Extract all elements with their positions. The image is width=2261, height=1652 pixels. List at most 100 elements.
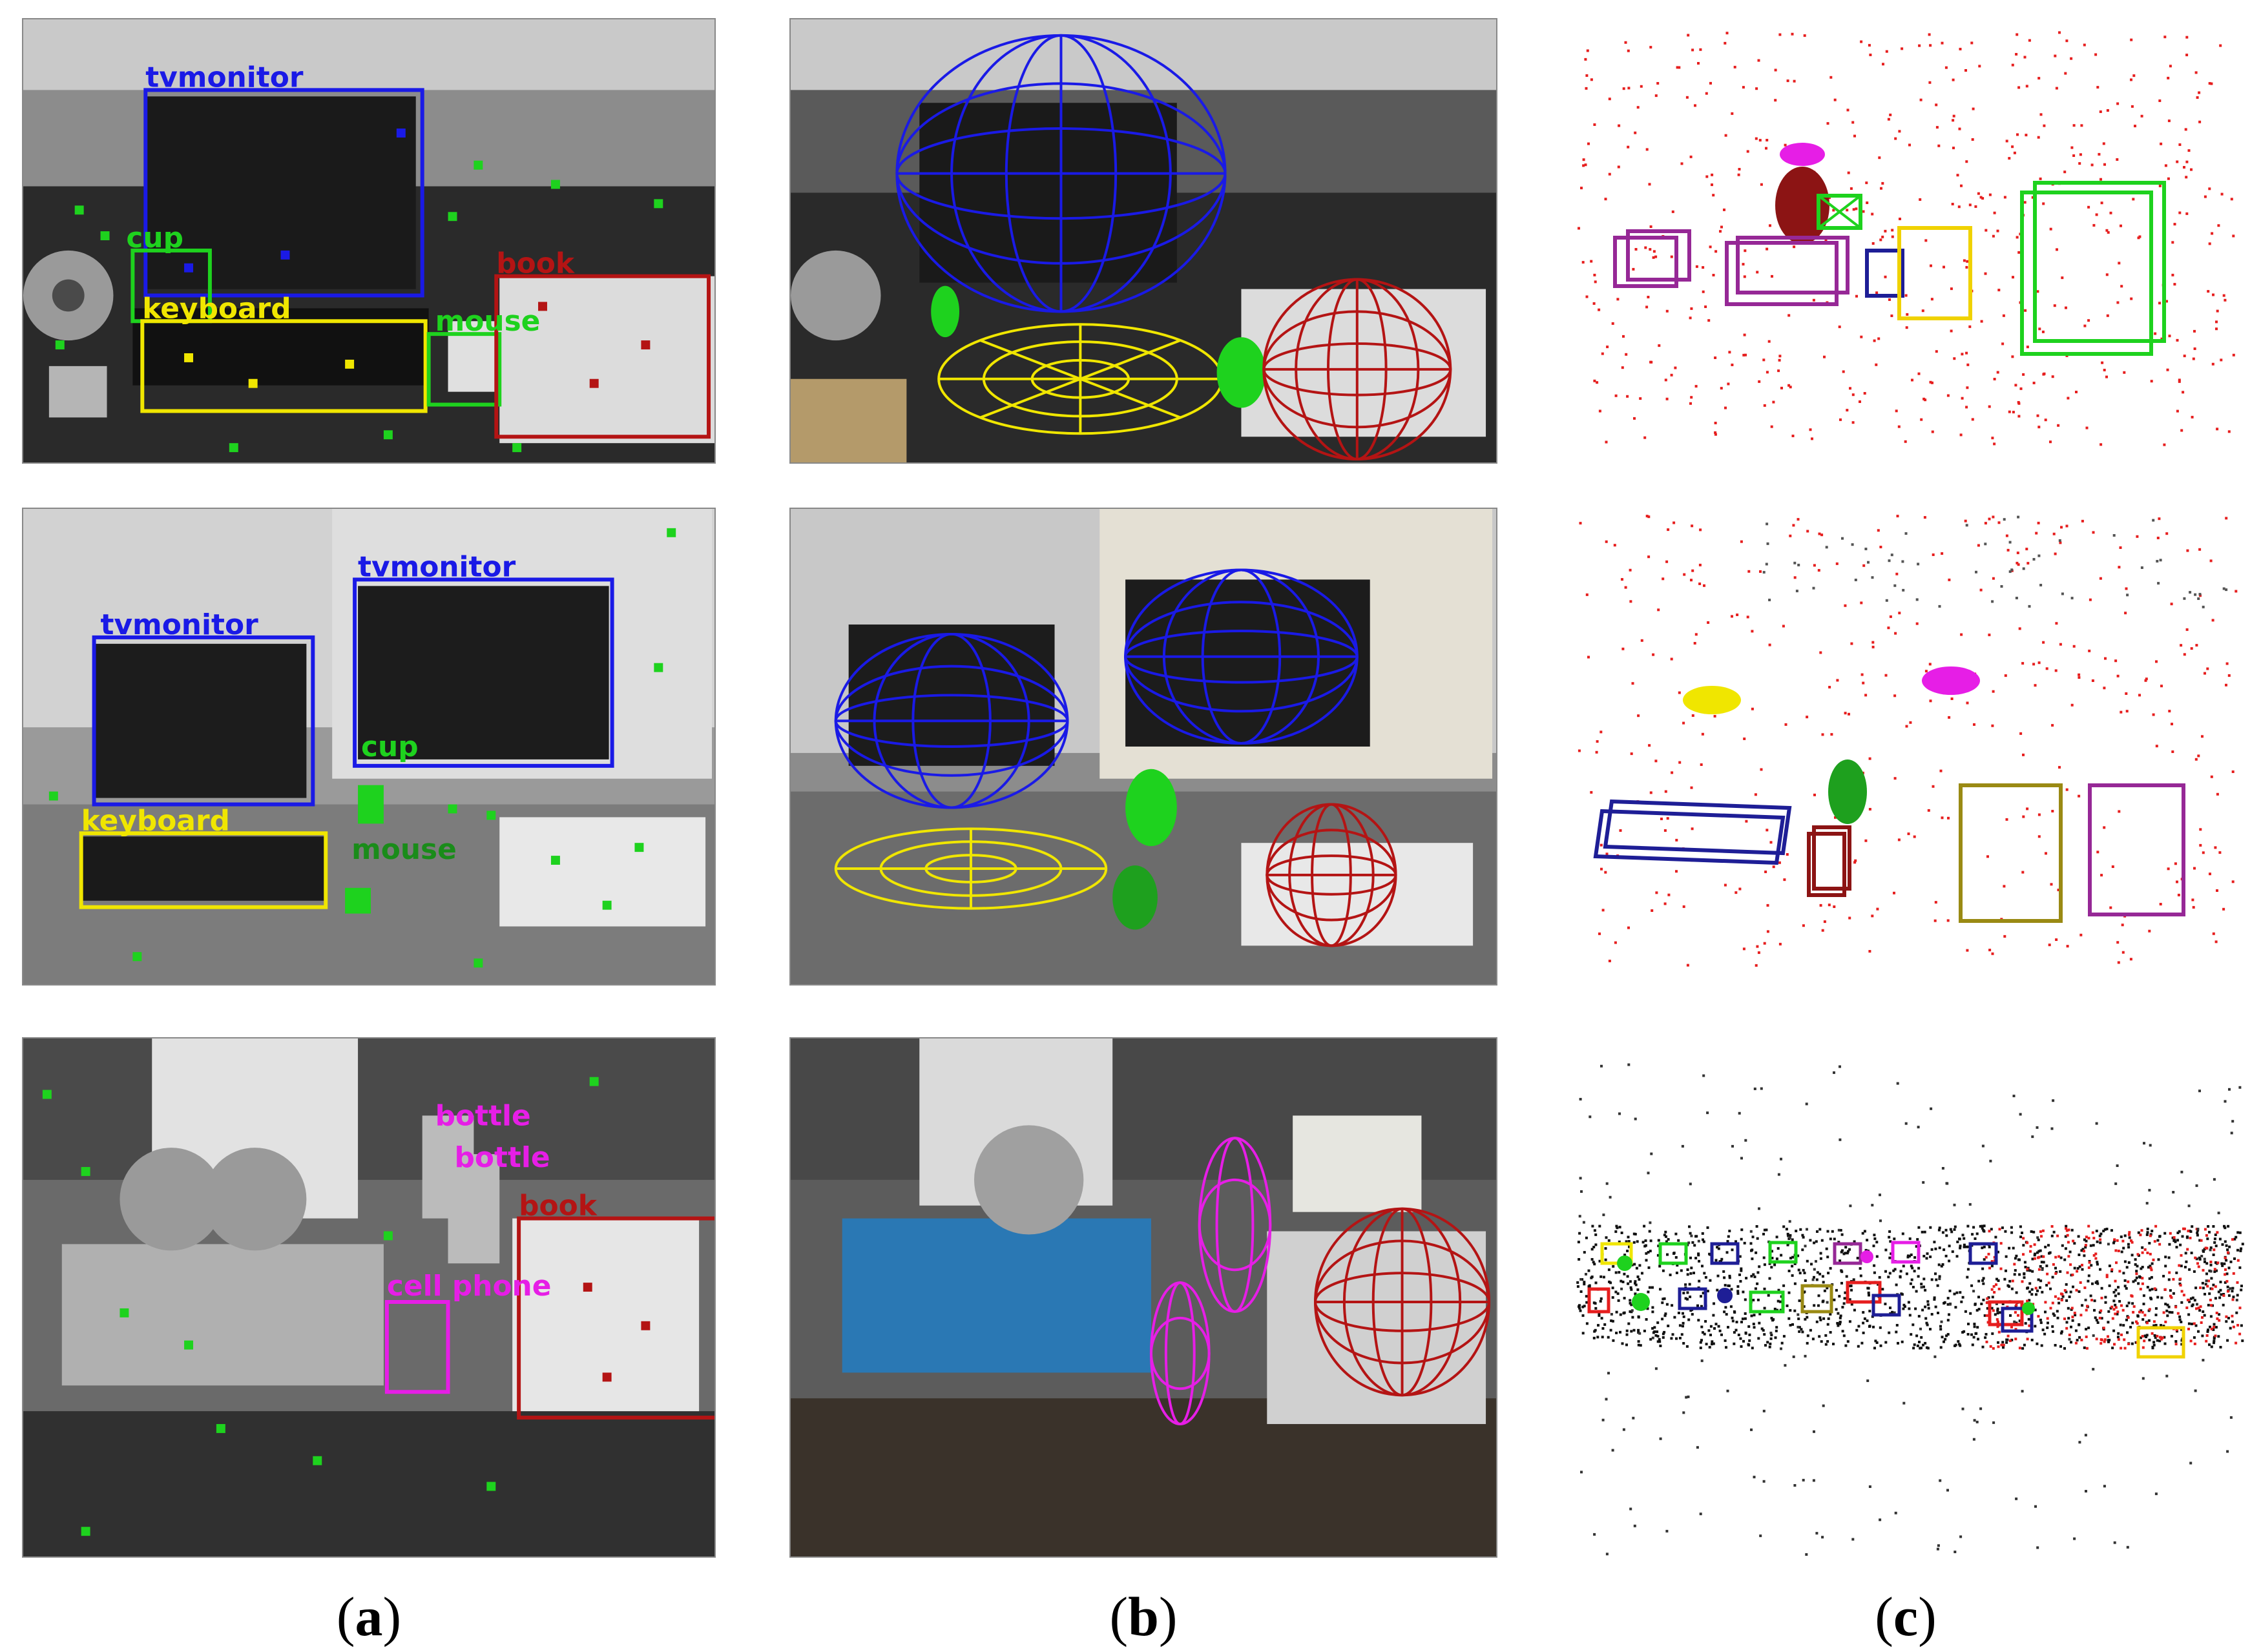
cloud-point [1627, 1282, 1630, 1285]
cloud-point [1644, 246, 1647, 249]
cloud-point [1989, 1159, 1992, 1162]
cloud-point [1934, 901, 1937, 904]
cloud-point [1711, 1340, 1714, 1343]
cloud-point [2016, 552, 2019, 555]
cloud-point [2146, 1252, 2149, 1254]
cloud-point [1702, 1074, 1705, 1077]
cloud-point [1798, 1299, 1801, 1303]
cloud-point [2216, 889, 2218, 892]
cloud-point [1992, 577, 1995, 580]
cloud-point [1974, 1237, 1977, 1240]
cloud-point [2151, 1230, 2154, 1233]
cloud-point [1846, 1340, 1849, 1343]
cloud-point [2167, 119, 2171, 123]
cloud-point [1960, 633, 1963, 636]
cloud-point [1589, 1115, 1592, 1119]
cloud-point [1997, 521, 2001, 524]
cloud-point [2140, 1267, 2143, 1270]
cloud-point [1634, 131, 1637, 134]
cloud-point [2018, 627, 2021, 630]
cloud-point [2054, 1344, 2057, 1347]
cloud-point [2024, 1266, 2027, 1268]
cloud-point [2180, 644, 2183, 647]
cloud-point [2096, 1261, 2099, 1264]
scene-a2: tvmonitor tvmonitor cup keyboard mouse [23, 509, 714, 984]
cloud-point [1964, 69, 1967, 72]
cloud-point [2003, 934, 2006, 938]
cloud-point [2088, 649, 2091, 652]
cloud-point [1709, 1334, 1712, 1337]
cloud-point [1973, 1323, 1976, 1326]
cloud-point [2055, 1270, 2058, 1274]
cloud-point [2220, 192, 2224, 196]
cloud-point [2002, 1343, 2005, 1347]
cloud-point [1585, 1295, 1588, 1298]
cloud-point [2100, 1342, 2103, 1345]
cloud-point [1877, 337, 1881, 340]
cloud-point [1618, 1271, 1621, 1274]
cloud-point [1864, 548, 1868, 550]
cloud-point [2178, 1318, 2182, 1321]
cloud-point [1708, 1252, 1711, 1255]
cloud-point [2197, 1265, 2200, 1268]
cloud-point [1815, 1278, 1818, 1281]
cloud-point [1593, 1263, 1596, 1266]
cloud-point [1649, 791, 1652, 794]
cloud-point [1955, 1255, 1959, 1258]
cloud-point [2222, 1294, 2225, 1297]
caption-c-close: ) [1918, 1585, 1937, 1647]
cloud-point [2026, 1268, 2029, 1271]
cloud-point [2158, 1336, 2162, 1339]
cloud-point [1584, 163, 1587, 167]
cloud-point [2193, 1322, 2196, 1325]
cloud-point [1620, 1232, 1623, 1234]
cloud-point [1607, 1239, 1610, 1242]
cloud-point [2041, 1268, 2044, 1271]
cloud-point [2207, 1279, 2210, 1283]
cloud-point [2142, 1294, 2145, 1297]
cloud-point [1823, 1289, 1826, 1292]
cloud-point [1592, 1336, 1596, 1339]
cloud-point [1818, 1228, 1822, 1231]
cloud-point [1977, 1296, 1980, 1299]
cloud-point [2160, 685, 2163, 688]
cloud-point [2046, 1272, 2049, 1275]
cloud-point [2229, 1287, 2232, 1290]
cloud-point [1982, 1282, 1985, 1285]
cloud-point [1742, 1339, 1745, 1343]
cloud-point [1592, 1246, 1596, 1248]
cloud-point [1840, 1270, 1844, 1274]
cloud-point [1856, 1257, 1859, 1260]
cloud-point [1895, 409, 1898, 413]
cloud-point [1787, 314, 1791, 317]
cloud-point [1740, 1269, 1743, 1272]
cloud-point [2055, 622, 2058, 625]
cloud-point [2065, 1224, 2068, 1228]
cloud-point [2026, 1337, 2029, 1341]
cloud-point [2037, 813, 2041, 816]
cloud-point [1873, 339, 1876, 342]
cloud-point [1702, 1240, 1705, 1243]
cloud-point [1751, 1347, 1754, 1350]
cloud-point [1979, 1224, 1982, 1228]
cloud-point [1844, 1246, 1848, 1249]
cloud-point [1952, 119, 1955, 122]
cloud-point [1798, 1330, 1801, 1333]
cloud-point [1929, 380, 1932, 384]
cloud-point [2206, 1237, 2209, 1241]
cloud-point [2162, 1275, 2165, 1277]
cloud-point [1622, 335, 1625, 338]
cloud-point [1839, 1229, 1842, 1232]
cloud-point [2167, 1305, 2171, 1308]
cloud-point [1996, 371, 1999, 374]
cloud-point [1636, 106, 1640, 109]
label-mouse: mouse [351, 833, 457, 866]
cloud-point [1843, 1297, 1846, 1300]
cloud-point [2149, 1234, 2152, 1237]
cloud-point [2112, 1241, 2115, 1244]
cloud-point [2015, 597, 2018, 599]
cloud-point [1996, 229, 1999, 232]
cloud-point [2085, 426, 2089, 429]
cloud-point [2051, 810, 2054, 812]
cloud-point [2199, 843, 2202, 847]
